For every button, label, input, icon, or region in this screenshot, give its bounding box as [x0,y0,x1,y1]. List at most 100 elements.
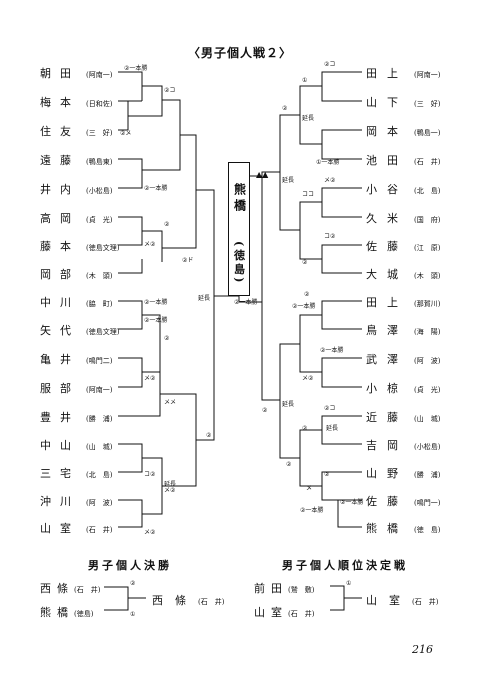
right-player: 小谷(北 島) [366,183,441,196]
svg-text:②一本勝: ②一本勝 [234,298,257,306]
svg-text:②: ② [302,425,308,432]
svg-text:②: ② [164,221,170,228]
left-player: 服部(阿南一) [40,382,113,395]
page-title: 〈男子個人戦２〉 [187,46,292,60]
left-player: 中川(脇 町) [40,296,113,309]
champion-name: 熊橋 (徳島) [229,169,249,293]
svg-text:②コ: ②コ [324,405,335,412]
left-player: 山室(石 井) [40,522,113,535]
right-player: 吉岡(小松島) [366,439,441,452]
svg-text:コ②: コ② [324,233,336,240]
svg-text:②コ: ②コ [164,87,175,94]
svg-text:②一本勝: ②一本勝 [144,298,167,306]
left-player: 岡部(木 頭) [40,268,113,281]
ranking-title: 男子個人順位決定戦 [282,559,408,572]
left-player: 井内(小松島) [40,183,113,196]
champion-box: 熊橋 (徳島) [228,162,250,296]
svg-text:メ②: メ② [324,177,336,184]
svg-text:メ: メ [306,485,312,492]
right-player: 小椋(貞 光) [366,382,441,395]
svg-text:②コ: ②コ [324,61,335,68]
svg-text:②: ② [206,432,212,439]
finals-player-1: 西條(石 井) [40,582,101,595]
svg-text:②一本勝: ②一本勝 [144,316,167,324]
right-player: 田上(那賀川) [366,296,441,309]
right-player: 熊橋(徳 島) [366,522,441,535]
finals-winner: 西條(石 井) [152,594,225,607]
left-player: 朝田(阿南一) [40,67,113,80]
right-player: 岡本(鴨島一) [366,125,441,138]
right-player: 佐藤(江 原) [366,240,441,253]
svg-text:②: ② [324,471,330,478]
right-player: 大城(木 頭) [366,268,441,281]
left-player: 沖川(阿 波) [40,495,113,508]
left-player: 住友(三 好) [40,125,113,138]
svg-text:メ②: メ② [302,375,314,382]
svg-text:メメ: メメ [164,399,176,406]
right-player: 山下(三 好) [366,96,441,109]
right-player: 鳥澤(海 陽) [366,324,441,337]
finals-player-2: 熊橋(徳島) [40,606,94,619]
svg-text:延長: 延長 [198,294,210,302]
svg-text:延長: 延長 [164,480,176,488]
svg-text:②: ② [304,291,310,298]
svg-text:②: ② [286,461,292,468]
svg-text:②: ② [164,335,170,342]
svg-text:②ド: ②ド [182,257,193,264]
right-player: 田上(阿南一) [366,67,441,80]
svg-text:メ②: メ② [144,241,156,248]
left-player: 中山(山 城) [40,439,113,452]
champion-school: (徳島) [232,240,246,286]
ranking-player-2: 山室(石 井) [254,606,315,619]
left-player: 高岡(貞 光) [40,212,113,225]
right-player: 武澤(阿 波) [366,353,441,366]
bracket-annotations: ②一本勝 ②コ ②メ ②一本勝 ② メ② ②ド 延長 ②一本勝 ②一本勝 ② メ… [120,61,363,618]
svg-text:①: ① [346,580,351,587]
svg-text:メ②: メ② [144,529,156,536]
page-number: 216 [412,643,433,656]
center-final-lines [214,175,262,303]
svg-text:①一本勝: ①一本勝 [316,158,339,166]
finals-title: 男子個人決勝 [88,559,172,572]
svg-text:②一本勝: ②一本勝 [340,498,363,506]
right-player: 久米(国 府) [366,212,441,225]
svg-text:②一本勝: ②一本勝 [144,184,167,192]
svg-text:メ②: メ② [164,487,176,494]
left-player: 三宅(北 島) [40,467,113,480]
svg-text:延長: 延長 [282,176,294,184]
right-player: 近藤(山 城) [366,411,441,424]
right-player: 山野(勝 浦) [366,467,441,480]
finals-lines [104,585,362,611]
svg-text:ココ: ココ [302,191,314,198]
left-player: 矢代(徳島文理) [40,324,120,337]
svg-text:メ②: メ② [144,375,156,382]
ranking-winner: 山室(石 井) [366,594,439,607]
svg-text:②一本勝: ②一本勝 [124,64,147,72]
left-player: 藤本(徳島文理) [40,240,120,253]
svg-text:延長: 延長 [282,400,294,408]
svg-text:②: ② [262,407,268,414]
ranking-player-1: 前田(鷲 敷) [254,582,315,595]
left-player: 遠藤(鴨島東) [40,154,113,167]
svg-text:②: ② [130,580,136,587]
svg-text:②一本勝: ②一本勝 [292,302,315,310]
right-player: 池田(石 井) [366,154,441,167]
svg-text:コ②: コ② [144,471,156,478]
svg-text:②メ: ②メ [120,130,131,137]
svg-text:②: ② [302,259,308,266]
svg-text:①: ① [302,77,307,84]
right-player: 佐藤(鳴門一) [366,495,441,508]
triangle-marks: ▲▲ [256,170,269,179]
svg-text:②一本勝: ②一本勝 [300,506,323,514]
right-bracket-lines [261,71,362,528]
svg-text:①: ① [130,611,135,618]
svg-text:②一本勝: ②一本勝 [320,346,343,354]
svg-text:延長: 延長 [326,424,338,432]
champion-name-text: 熊橋 [232,183,247,215]
svg-text:延長: 延長 [302,114,314,122]
svg-text:②: ② [282,105,288,112]
left-player: 豊井(勝 浦) [40,411,113,424]
left-bracket-lines [118,71,215,528]
left-player: 亀井(鳴門二) [40,353,113,366]
